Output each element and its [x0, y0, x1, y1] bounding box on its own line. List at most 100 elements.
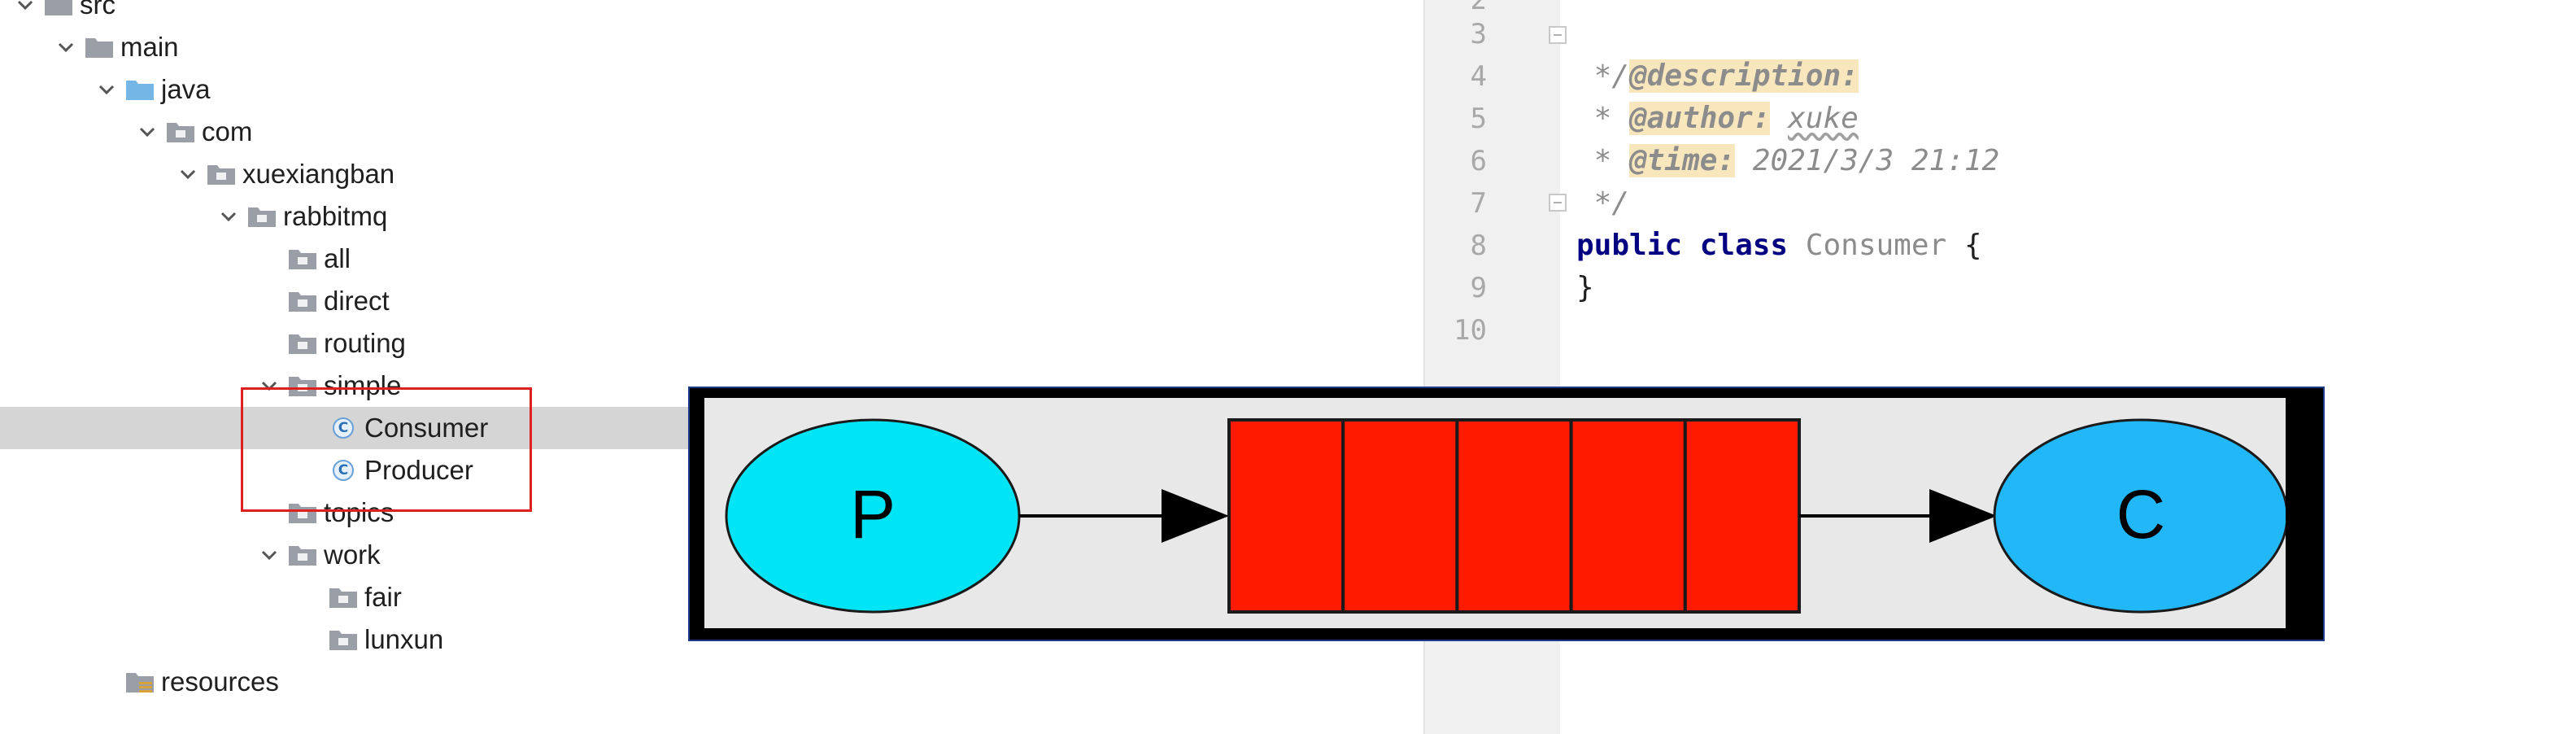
fold-marker-icon[interactable]	[1549, 194, 1567, 212]
line-number: 8	[1470, 229, 1487, 262]
tree-item-label: com	[202, 116, 253, 146]
line-number: 5	[1470, 103, 1487, 135]
source-folder-icon	[124, 68, 156, 111]
keyword-public: public	[1576, 229, 1683, 262]
tree-item-label: topics	[324, 497, 394, 527]
queue-slot	[1455, 418, 1573, 614]
consumer-node	[1993, 418, 2286, 614]
code-line-8: public class Consumer {	[1576, 225, 1982, 267]
chevron-down-icon[interactable]	[11, 0, 39, 26]
package-icon	[286, 534, 319, 576]
tree-item-xuexiangban[interactable]: xuexiangban	[0, 153, 1423, 195]
folder-icon	[83, 26, 116, 68]
package-icon	[286, 280, 319, 322]
tree-item-topics[interactable]: topics	[0, 492, 1423, 534]
code-line-3: /**	[1576, 13, 1664, 93]
doc-prefix: *	[1576, 144, 1630, 177]
tree-item-label: xuexiangban	[242, 159, 395, 189]
chevron-down-icon[interactable]	[255, 534, 283, 576]
package-icon	[246, 195, 278, 238]
doc-comment-close: */	[1576, 186, 1630, 220]
tree-item-all[interactable]: all	[0, 238, 1423, 280]
code-line-6: * @time: 2021/3/3 21:12	[1576, 140, 1999, 182]
line-number: 9	[1470, 272, 1487, 304]
package-icon	[327, 618, 360, 661]
producer-label: P	[850, 476, 896, 553]
tree-item-work[interactable]: work	[0, 534, 1423, 576]
tree-item-label: Consumer	[364, 413, 489, 443]
tree-item-label: all	[324, 243, 351, 273]
line-number: 7	[1470, 187, 1487, 220]
line-number: 2	[1470, 0, 1487, 16]
consumer-label: C	[2116, 476, 2166, 553]
line-number: 10	[1454, 314, 1487, 347]
doc-author-value: xuke	[1788, 102, 1859, 135]
tree-item-label: fair	[364, 582, 402, 612]
chevron-down-icon[interactable]	[133, 111, 161, 153]
tree-item-lunxun[interactable]: lunxun	[0, 618, 1423, 661]
tree-item-resources[interactable]: resources	[0, 661, 1423, 703]
queue-slot	[1227, 418, 1345, 614]
queue	[1227, 418, 1802, 614]
doc-tag-author: @author:	[1629, 102, 1771, 135]
line-number: 6	[1470, 145, 1487, 177]
code-line-4: * @description:	[1576, 55, 1859, 98]
arrowhead-icon	[1929, 489, 1997, 543]
tree-item-main[interactable]: main	[0, 26, 1423, 68]
code-line-7: */	[1576, 182, 1629, 225]
tree-item-com[interactable]: com	[0, 111, 1423, 153]
tree-item-label: resources	[161, 666, 279, 697]
class-icon: C	[329, 449, 358, 492]
chevron-down-icon[interactable]	[255, 365, 283, 407]
line-number: 4	[1470, 60, 1487, 93]
open-brace: {	[1964, 229, 1982, 262]
chevron-down-icon[interactable]	[215, 195, 242, 238]
class-icon: C	[329, 407, 358, 449]
code-line-9: }	[1576, 267, 1594, 309]
doc-tag-description: @description:	[1629, 59, 1859, 93]
package-icon	[286, 322, 319, 365]
tree-item-label: java	[161, 74, 211, 104]
chevron-down-icon[interactable]	[93, 68, 120, 111]
tree-item-simple[interactable]: simple	[0, 365, 1423, 407]
tree-item-java[interactable]: java	[0, 68, 1423, 111]
tree-item-src[interactable]: src	[0, 0, 1423, 26]
package-icon	[286, 365, 319, 407]
keyword-class: class	[1699, 229, 1789, 262]
tree-item-label: work	[324, 540, 381, 570]
tree-item-label: simple	[324, 370, 402, 400]
diagram-canvas: P C	[704, 398, 2286, 628]
tree-item-label: src	[80, 0, 116, 20]
package-icon	[205, 153, 238, 195]
code-line-5: * @author: xuke	[1576, 98, 1859, 140]
line-number: 3	[1470, 18, 1487, 50]
tree-item-rabbitmq[interactable]: rabbitmq	[0, 195, 1423, 238]
tree-item-label: direct	[324, 286, 390, 316]
queue-diagram: P C	[688, 387, 2325, 641]
tree-item-fair[interactable]: fair	[0, 576, 1423, 618]
tree-item-label: Producer	[364, 455, 473, 485]
tree-item-label: rabbitmq	[283, 201, 388, 231]
tree-item-routing[interactable]: routing	[0, 322, 1423, 365]
package-icon	[286, 492, 319, 534]
package-icon	[164, 111, 197, 153]
doc-tag-time: @time:	[1629, 144, 1736, 177]
doc-time-value: 2021/3/3 21:12	[1752, 144, 2000, 177]
tree-item-label: lunxun	[364, 624, 444, 654]
close-brace: }	[1576, 271, 1594, 304]
resources-folder-icon	[124, 661, 156, 703]
package-icon	[286, 238, 319, 280]
tree-item-label: main	[120, 32, 179, 62]
fold-marker-icon[interactable]	[1549, 26, 1567, 44]
folder-icon	[42, 0, 75, 26]
tree-item-direct[interactable]: direct	[0, 280, 1423, 322]
package-icon	[327, 576, 360, 618]
class-name: Consumer	[1805, 229, 1947, 262]
queue-slot	[1341, 418, 1459, 614]
arrowhead-icon	[1162, 489, 1229, 543]
queue-slot	[1569, 418, 1687, 614]
chevron-down-icon[interactable]	[174, 153, 202, 195]
chevron-down-icon[interactable]	[52, 26, 80, 68]
tree-item-label: routing	[324, 328, 406, 358]
